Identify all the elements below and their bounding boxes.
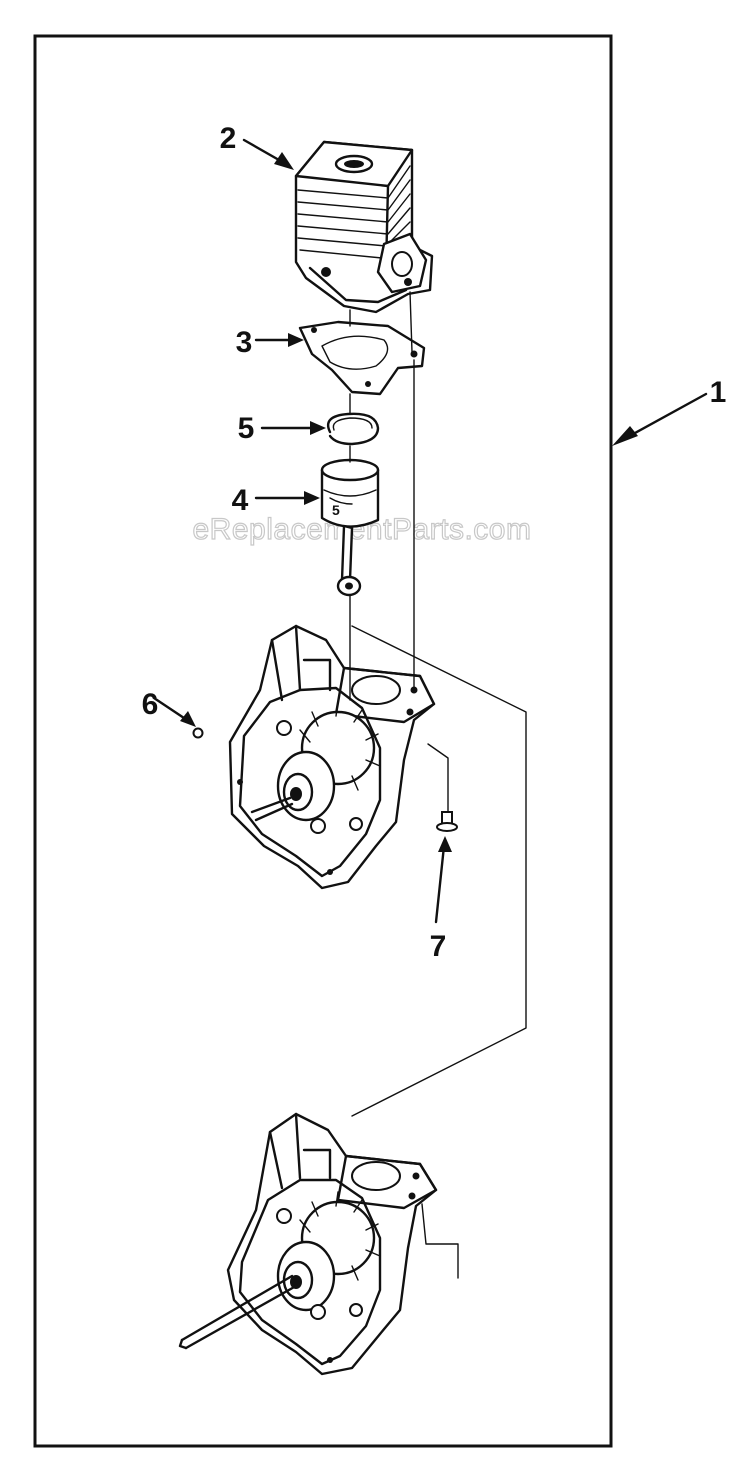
svg-text:5: 5 bbox=[332, 502, 340, 518]
callout-6-label: 6 bbox=[142, 688, 159, 721]
screw-part bbox=[436, 811, 458, 832]
piston-part: 5 bbox=[320, 458, 380, 597]
pin-part bbox=[192, 727, 204, 739]
callout-5-label: 5 bbox=[238, 412, 255, 445]
diagram-frame bbox=[33, 34, 613, 1448]
callout-4-label: 4 bbox=[232, 484, 249, 517]
piston-ring-part bbox=[326, 412, 380, 446]
callout-3-label: 3 bbox=[236, 326, 253, 359]
callout-1-label: 1 bbox=[710, 376, 727, 409]
callout-2-label: 2 bbox=[220, 122, 237, 155]
crankcase-lower bbox=[178, 1112, 459, 1376]
cylinder-part bbox=[294, 140, 434, 314]
callout-7-label: 7 bbox=[430, 930, 447, 963]
crankcase-upper bbox=[228, 624, 436, 890]
alignment-lines bbox=[349, 291, 527, 1117]
gasket-part bbox=[298, 320, 426, 396]
callout-arrows bbox=[152, 138, 708, 924]
